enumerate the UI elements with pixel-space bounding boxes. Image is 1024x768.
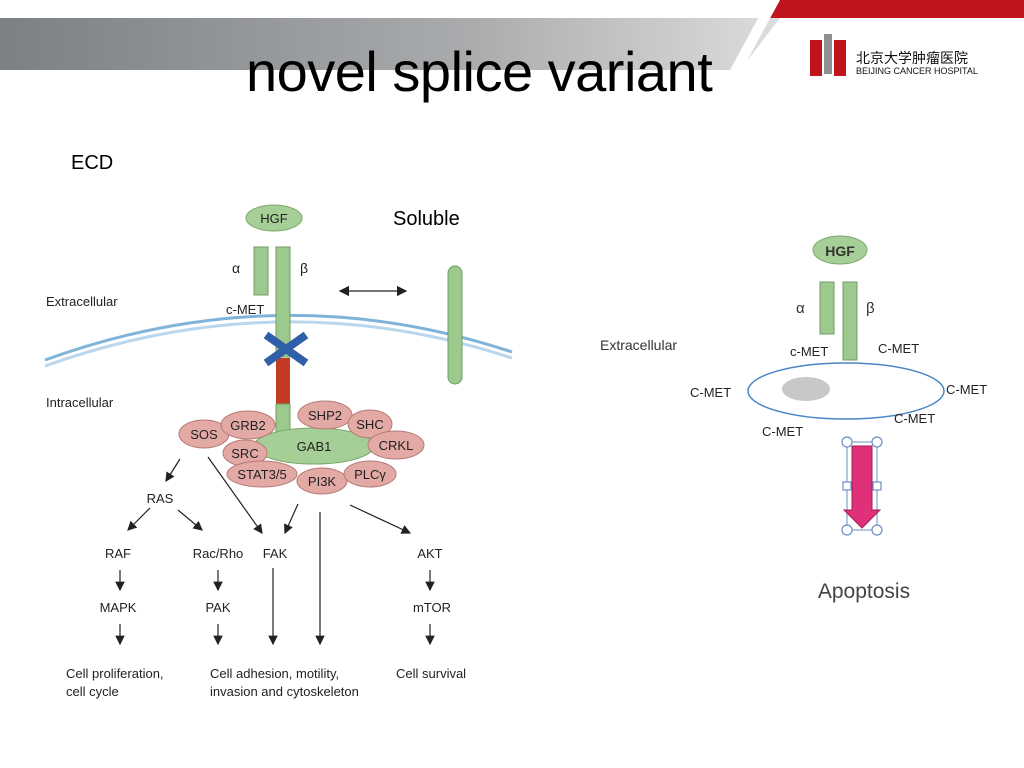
arrow-ras-rac [177, 509, 203, 531]
hospital-logo-icon [810, 34, 846, 76]
cmet-signaling-diagram: Extracellular Intracellular HGF α β c-ME… [44, 204, 513, 699]
arrow-src-fak [207, 456, 263, 534]
outcome-adhesion-1: Cell adhesion, motility, [210, 666, 339, 681]
outcome-proliferation-2: cell cycle [66, 684, 119, 699]
cmet-label-bottom-right: C-MET [894, 411, 935, 426]
header-band [0, 0, 1024, 70]
alpha-label: α [232, 260, 240, 276]
arrow-plcg-akt [349, 504, 412, 534]
shc-node [347, 409, 393, 439]
splice-variant-diagram: HGF α β Extracellular c-MET C-MET C-MET … [600, 235, 987, 603]
beta-label-right: β [866, 300, 875, 317]
crkl-node [367, 430, 425, 460]
plcg-node [343, 460, 397, 488]
stat35-node [226, 460, 298, 488]
outcome-proliferation-1: Cell proliferation, [66, 666, 164, 681]
akt-label: AKT [417, 546, 442, 561]
cmet-label-top-right: C-MET [878, 341, 919, 356]
logo-name-en: BEIJING CANCER HOSPITAL [856, 66, 978, 76]
cmet-label-right: c-MET [790, 344, 828, 359]
header-white-divider [730, 0, 780, 70]
cmet-label-bottom-left: C-MET [762, 424, 803, 439]
alpha-chain [253, 246, 269, 296]
beta-label: β [300, 260, 308, 276]
plcg-label: PLCγ [354, 467, 386, 482]
mtor-label: mTOR [413, 600, 451, 615]
hgf-label: HGF [260, 211, 288, 226]
apoptosis-arrow [841, 436, 883, 536]
apoptosis-label: Apoptosis [818, 580, 910, 603]
hgf-ligand-right [812, 235, 868, 265]
alpha-chain-right [819, 281, 835, 335]
beta-chain-right [842, 281, 858, 361]
arrow-ras-raf [127, 507, 151, 531]
extracellular-label: Extracellular [46, 294, 118, 309]
gab1-label: GAB1 [297, 439, 332, 454]
intracellular-label: Intracellular [46, 395, 114, 410]
ecd-label: ECD [71, 152, 114, 174]
pak-label: PAK [205, 600, 230, 615]
outcome-survival: Cell survival [396, 666, 466, 681]
header-red-band [762, 0, 1024, 18]
shp2-label: SHP2 [308, 408, 342, 423]
grb2-node [220, 410, 276, 440]
slide-title: novel splice variant [246, 40, 713, 103]
raf-label: RAF [105, 546, 131, 561]
beta-chain [275, 246, 291, 358]
outcome-adhesion-2: invasion and cytoskeleton [210, 684, 359, 699]
kinase-domain [276, 358, 290, 404]
ras-label: RAS [147, 491, 174, 506]
header-gray-band [0, 18, 780, 70]
hgf-ligand [245, 204, 303, 232]
nucleus [782, 377, 830, 401]
beta-chain-lower [275, 403, 291, 433]
arrow-stat-fak [284, 503, 299, 535]
cmet-label: c-MET [226, 302, 264, 317]
racrho-label: Rac/Rho [193, 546, 244, 561]
sos-label: SOS [190, 427, 218, 442]
soluble-receptor [447, 265, 463, 385]
pi3k-label: PI3K [308, 474, 337, 489]
shc-label: SHC [356, 417, 383, 432]
fak-label: FAK [263, 546, 288, 561]
cmet-label-left: C-MET [690, 385, 731, 400]
arrow-sos-ras [165, 458, 181, 483]
stat35-label: STAT3/5 [237, 467, 286, 482]
pi3k-node [296, 467, 348, 495]
hgf-label-right: HGF [825, 243, 855, 259]
soluble-label: Soluble [393, 208, 460, 230]
src-label: SRC [231, 446, 258, 461]
grb2-label: GRB2 [230, 418, 265, 433]
block-x-icon [263, 331, 309, 367]
cmet-label-right-edge: C-MET [946, 382, 987, 397]
cell-outline [747, 362, 945, 420]
extracellular-label-right: Extracellular [600, 337, 677, 353]
alpha-label-right: α [796, 300, 805, 317]
mapk-label: MAPK [100, 600, 137, 615]
crkl-label: CRKL [379, 438, 414, 453]
logo-name-cn: 北京大学肿瘤医院 [856, 51, 968, 67]
shp2-node [297, 400, 353, 430]
